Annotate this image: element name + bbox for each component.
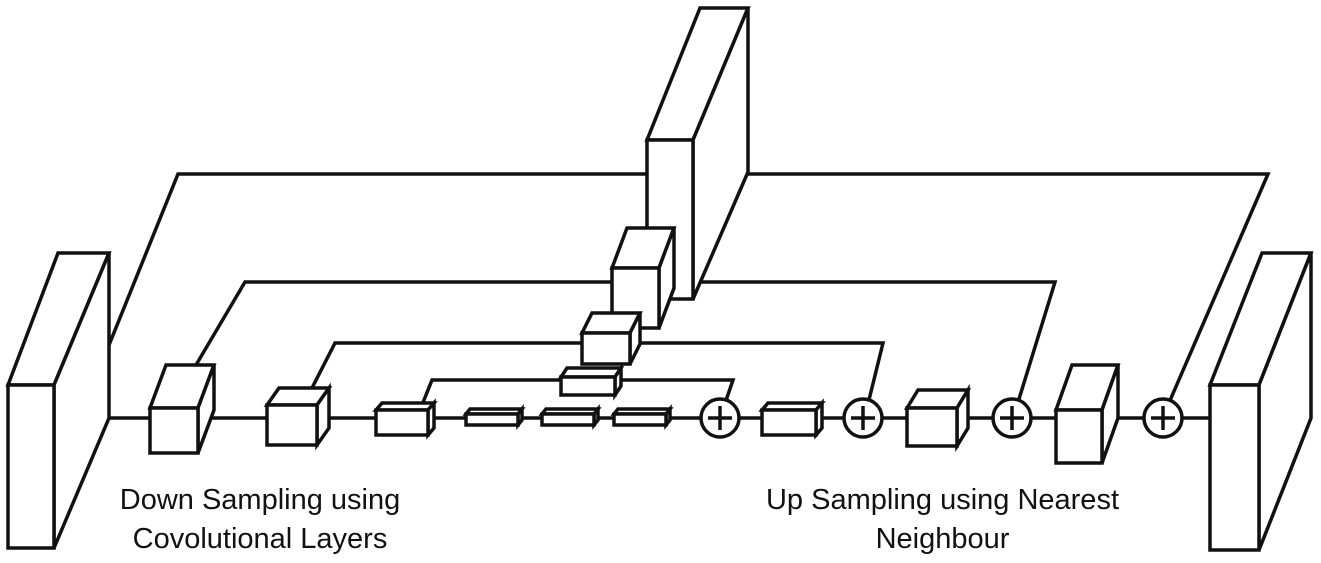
- decoder-block-3: [1053, 363, 1121, 465]
- encoder-block-4: [462, 404, 526, 430]
- add-operator-2: [842, 397, 884, 439]
- downsampling-label-line-2: Covolutional Layers: [132, 523, 388, 555]
- add-operator-3: [991, 397, 1033, 439]
- encoder-block-2: [263, 382, 333, 451]
- upsampling-label-line-2: Neighbour: [875, 523, 1010, 555]
- upsampling-label: Up Sampling using Nearest Neighbour: [700, 481, 1185, 559]
- downsampling-label-line-1: Down Sampling using: [119, 484, 401, 516]
- decoder-block-2: [903, 383, 972, 453]
- add-operator-1: [699, 397, 741, 439]
- bottleneck-block-1: [538, 404, 602, 430]
- output-block: [1207, 251, 1314, 552]
- upsampling-label-line-1: Up Sampling using Nearest: [765, 484, 1119, 516]
- add-operator-4: [1142, 397, 1184, 439]
- downsampling-label: Down Sampling using Covolutional Layers: [60, 481, 460, 559]
- decoder-block-1: [758, 398, 826, 440]
- stack-block-4: [557, 362, 625, 401]
- encoder-block-3: [372, 398, 438, 440]
- encoder-block-1: [147, 363, 217, 455]
- input-block: [5, 251, 112, 550]
- stack-block-3: [579, 311, 643, 366]
- bottleneck-block-2: [610, 404, 674, 430]
